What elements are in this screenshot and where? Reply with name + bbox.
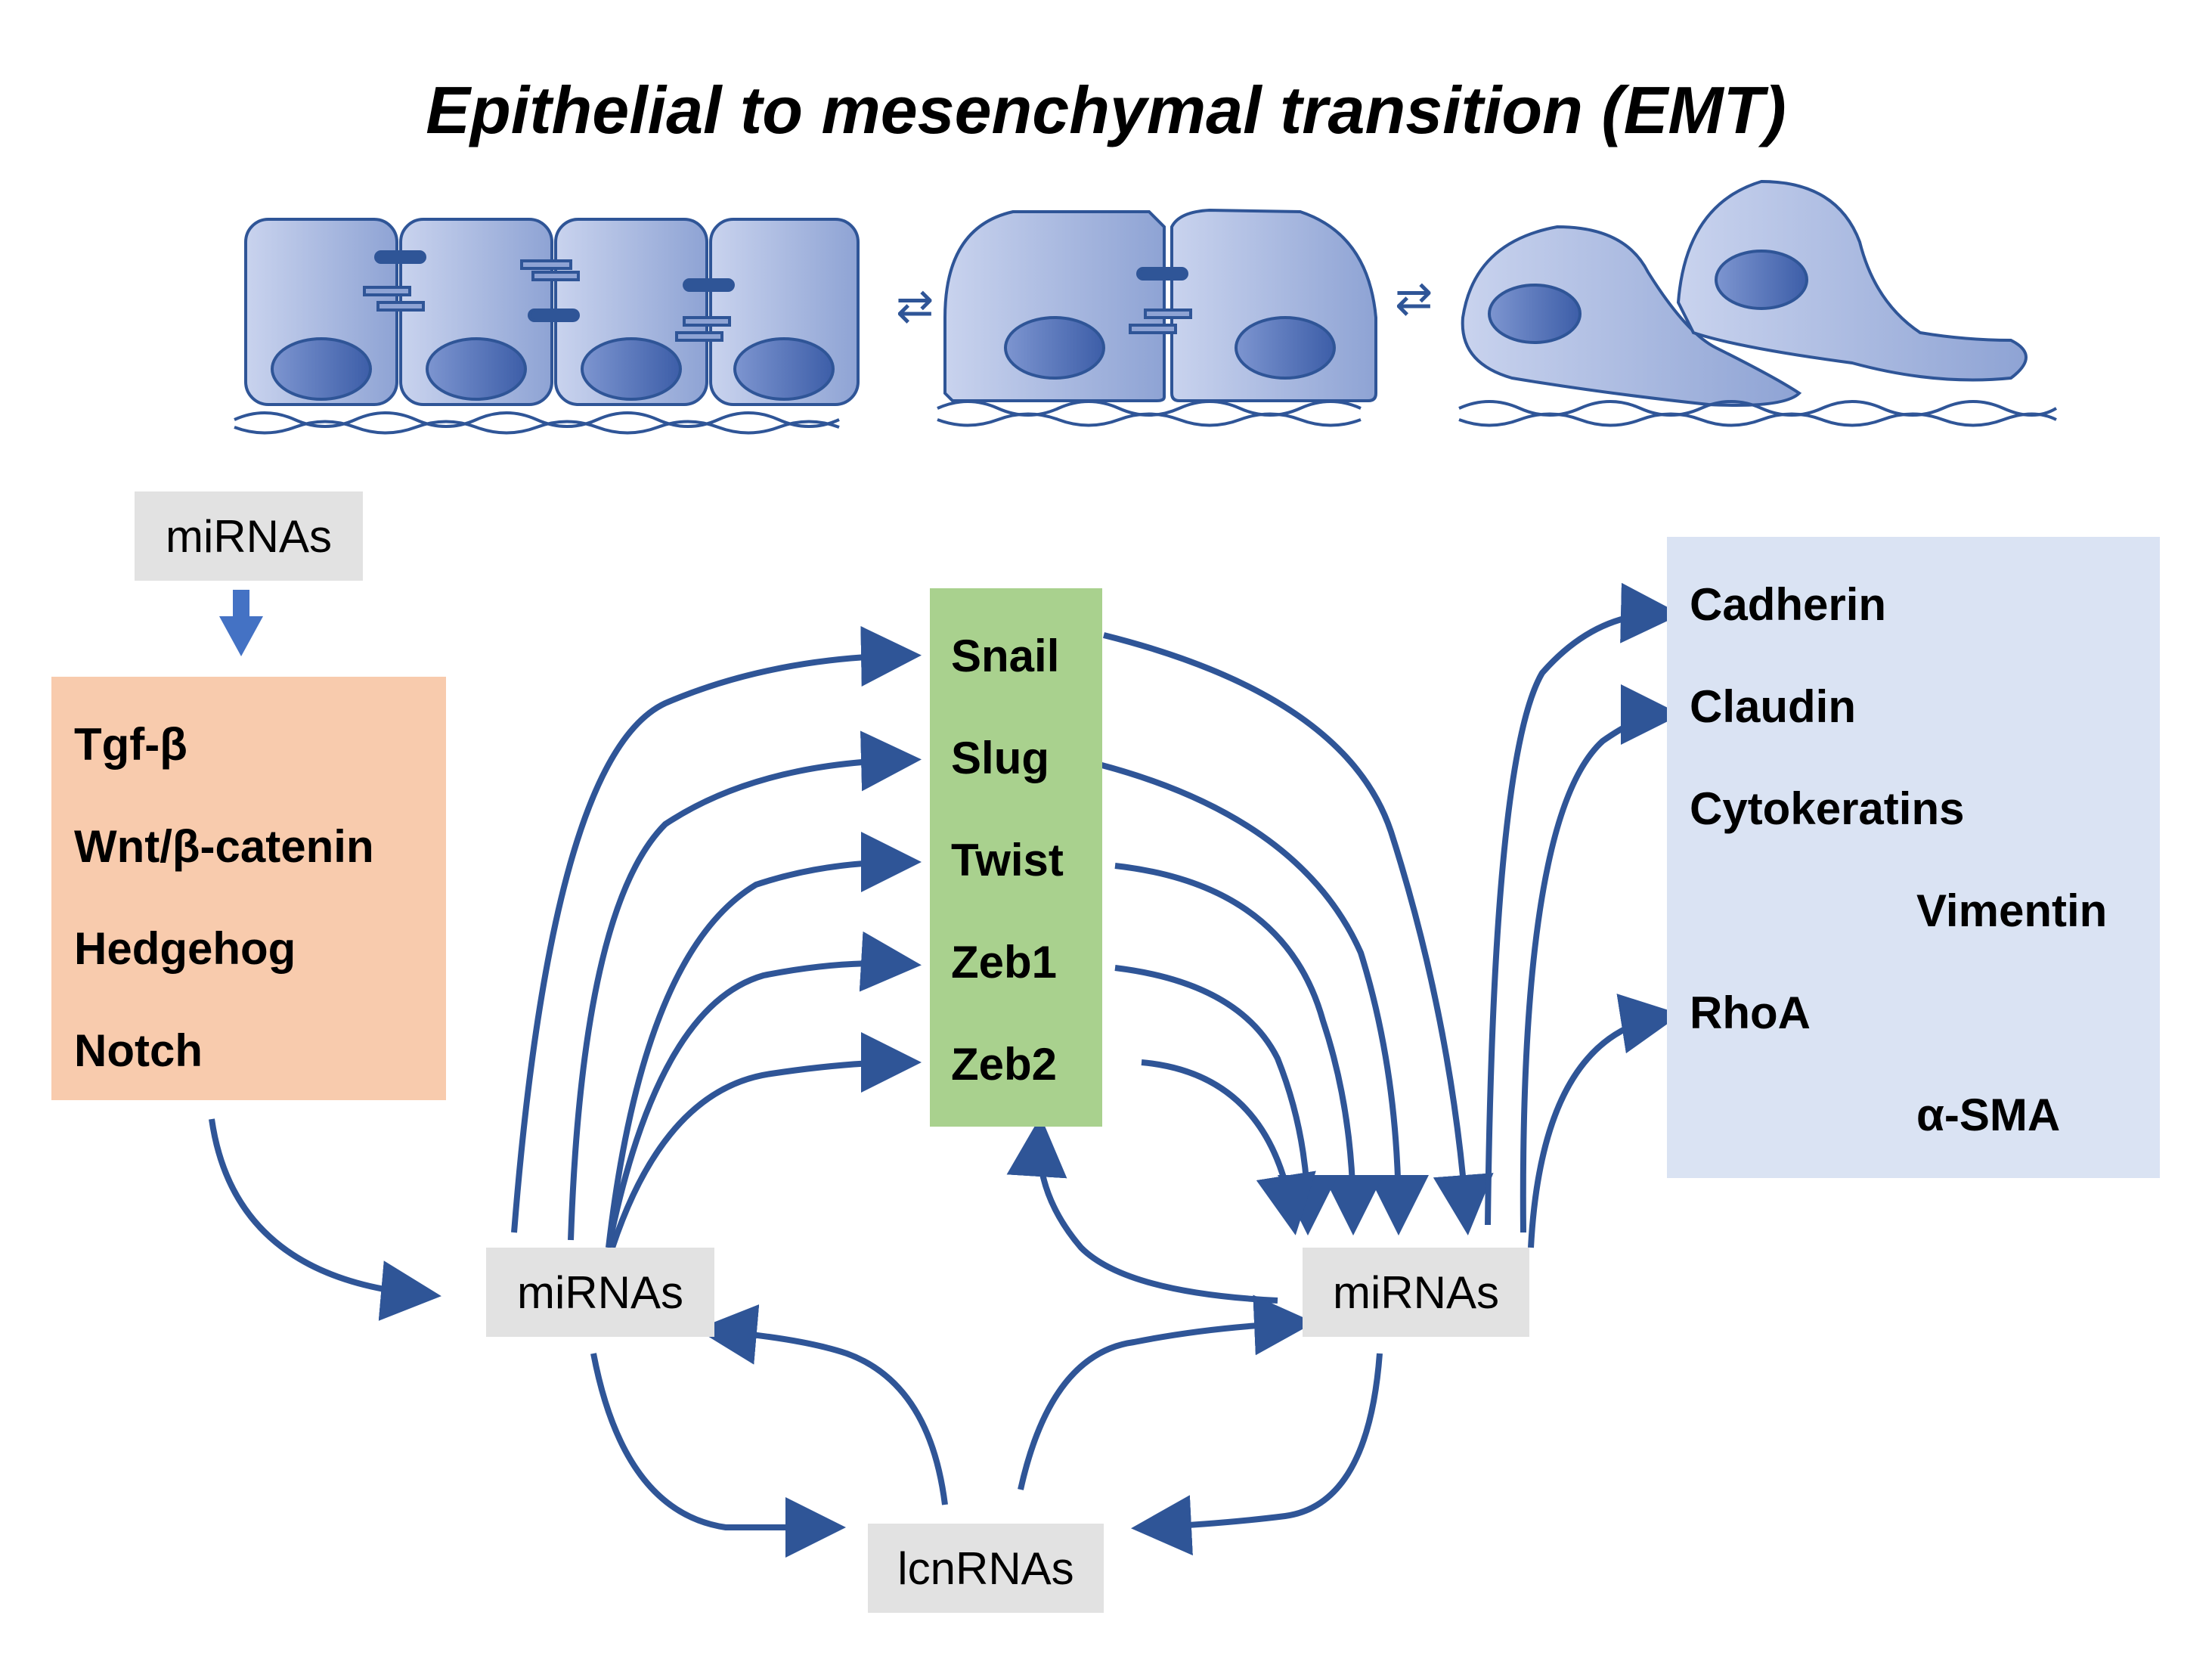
pathway-hedgehog: Hedgehog — [74, 923, 296, 974]
intermediate-stage — [937, 208, 1377, 427]
arrow-mirnas-to-zeb-box — [1006, 1116, 1278, 1304]
marker-cytokeratins: Cytokeratins — [1690, 783, 1965, 834]
transcription-factors-box: Snail Slug Twist Zeb1 Zeb2 — [930, 588, 1102, 1127]
marker-cadherin: Cadherin — [1690, 579, 1887, 630]
top-mirnas-down-arrow — [219, 590, 263, 656]
arrow-lncrnas-to-mirnas-left — [696, 1304, 948, 1505]
marker-claudin: Claudin — [1690, 681, 1856, 732]
mirnas-left-label: miRNAs — [517, 1267, 683, 1318]
mirnas-top-label: miRNAs — [166, 510, 332, 562]
mirnas-right-label: miRNAs — [1333, 1267, 1499, 1318]
arrow-mirnas-to-snail — [511, 625, 922, 1233]
arrow-mirnas-to-twist — [606, 832, 922, 1248]
pathway-wnt: Wnt/β-catenin — [74, 821, 374, 872]
diagram-title: Epithelial to mesenchymal transition (EM… — [426, 73, 1786, 147]
arrow-mirnas-to-slug — [568, 730, 922, 1241]
arrow-zeb1-to-mirnas — [1114, 965, 1338, 1236]
marker-alpha-sma: α-SMA — [1916, 1090, 2061, 1140]
arrow-mirnas-to-zeb2 — [609, 1032, 922, 1249]
tf-twist: Twist — [951, 835, 1064, 885]
arrow-mirnas-to-cadherin — [1485, 582, 1681, 1226]
mirnas-top-node: miRNAs — [135, 491, 363, 581]
arrow-lncrnas-to-mirnas-right — [1018, 1294, 1315, 1490]
tf-zeb2: Zeb2 — [951, 1039, 1058, 1090]
pathways-box: Tgf-β Wnt/β-catenin Hedgehog Notch — [51, 677, 446, 1100]
arrow-slug-to-mirnas — [1095, 761, 1429, 1236]
emt-cell-illustration: ⇄ ⇄ — [234, 179, 2058, 435]
marker-vimentin: Vimentin — [1916, 885, 2108, 936]
pathway-tgf-beta: Tgf-β — [74, 719, 187, 770]
mirnas-right-node: miRNAs — [1303, 1248, 1529, 1337]
transition-symbol-1: ⇄ — [896, 280, 934, 333]
transition-symbol-2: ⇄ — [1395, 272, 1433, 325]
lncrnas-label: lcnRNAs — [897, 1543, 1074, 1594]
arrow-mirnas-left-to-lncrnas — [590, 1353, 846, 1558]
arrow-snail-to-mirnas — [1103, 632, 1494, 1236]
arrow-pathways-to-mirnas — [209, 1118, 441, 1321]
arrow-mirnas-to-zeb1 — [606, 931, 922, 1248]
mesenchymal-stage — [1458, 179, 2058, 427]
arrow-zeb2-to-mirnas — [1141, 1059, 1316, 1236]
mirnas-left-node: miRNAs — [486, 1248, 714, 1337]
markers-box: Cadherin Claudin Cytokeratins Vimentin R… — [1667, 537, 2160, 1178]
arrow-twist-to-mirnas — [1114, 863, 1383, 1236]
lncrnas-node: lcnRNAs — [868, 1524, 1104, 1613]
arrow-mirnas-to-rhoa — [1528, 994, 1681, 1248]
marker-rhoa: RhoA — [1690, 988, 1811, 1038]
arrow-mirnas-to-claudin — [1520, 684, 1681, 1233]
tf-zeb1: Zeb1 — [951, 937, 1058, 988]
epithelial-stage — [234, 218, 860, 435]
tf-snail: Snail — [951, 631, 1060, 681]
arrow-mirnas-right-to-lncrnas — [1131, 1353, 1383, 1556]
tf-slug: Slug — [951, 733, 1049, 783]
pathway-notch: Notch — [74, 1025, 203, 1076]
